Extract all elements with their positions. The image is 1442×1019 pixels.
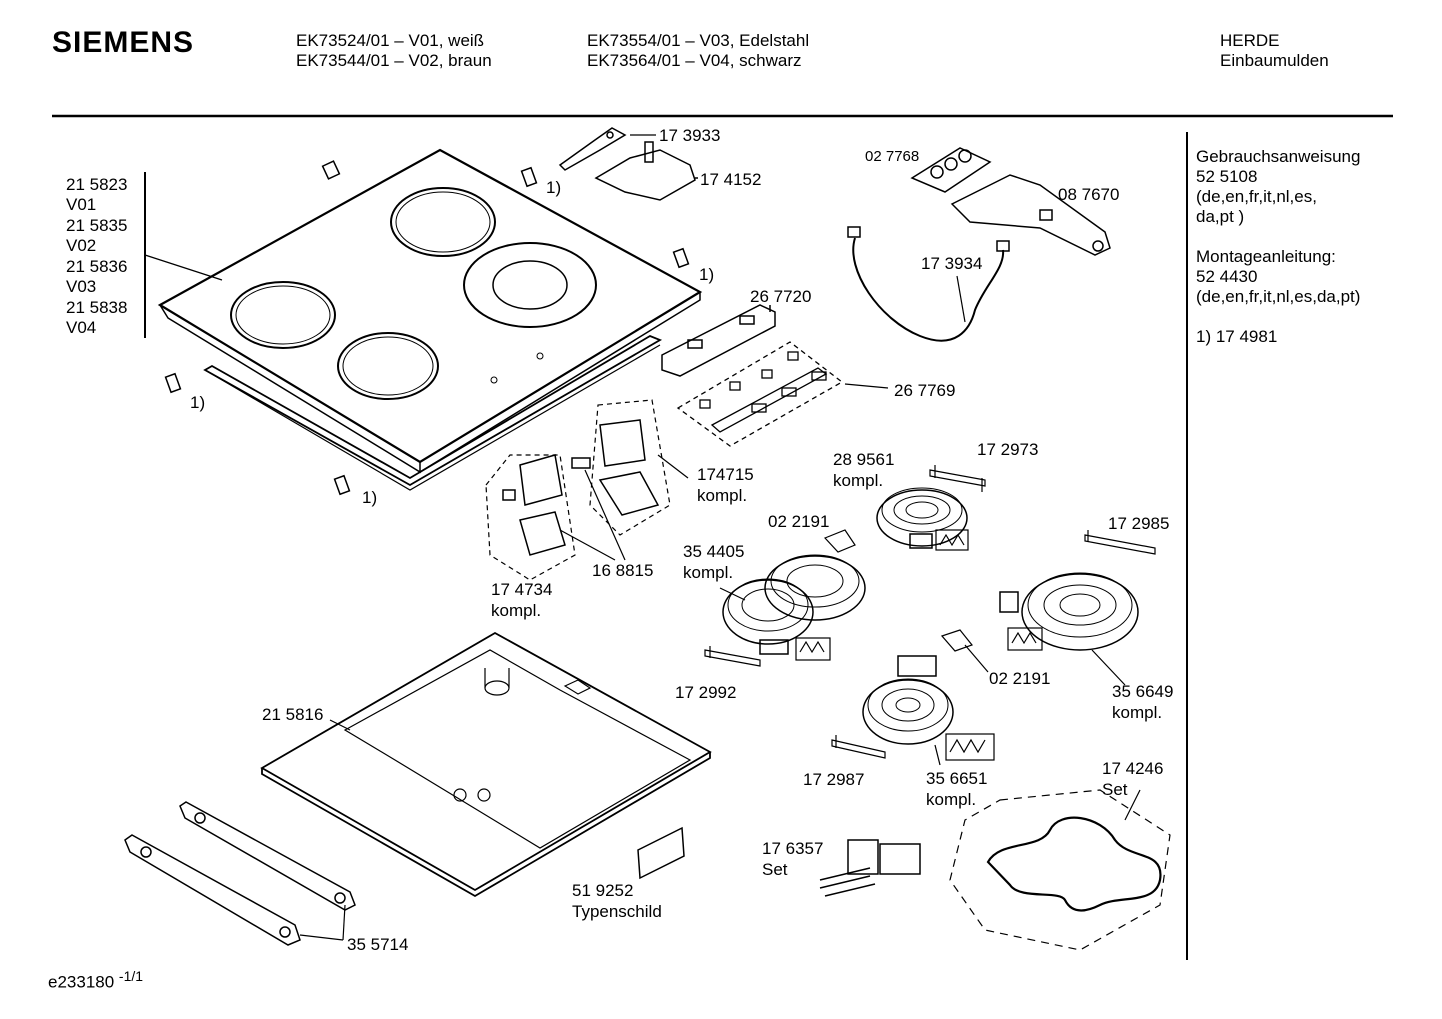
part-356649-heater	[999, 572, 1139, 686]
manual-number: 52 5108	[1196, 167, 1258, 186]
drawing-number: e233180	[48, 972, 115, 992]
part-label-174715-kompl: kompl.	[697, 486, 748, 505]
part-label-267720: 26 7720	[750, 287, 812, 306]
part-267769-pads	[699, 351, 828, 433]
mount-number: 52 4430	[1196, 267, 1258, 286]
part-label-174715: 174715	[697, 465, 754, 484]
model-line-3: EK73554/01 – V03, Edelstahl	[587, 31, 810, 50]
part-label-172985: 17 2985	[1108, 514, 1170, 533]
part-label-356649: 35 6649	[1112, 682, 1174, 701]
part-label-172992: 17 2992	[675, 683, 737, 702]
part-label-173934: 17 3934	[921, 254, 983, 273]
part-label-022191a: 02 2191	[768, 512, 830, 531]
part-174715-group	[589, 399, 671, 536]
bracket-172973	[929, 465, 986, 492]
variant-code: V01	[66, 195, 97, 214]
variant-number: 21 5836	[66, 257, 128, 276]
glass-cooktop	[157, 148, 703, 474]
part-label-172973: 17 2973	[977, 440, 1039, 459]
part-267769-group	[676, 341, 844, 447]
bracket-172985	[1084, 530, 1156, 555]
part-label-355714: 35 5714	[347, 935, 409, 954]
relay-blocks	[502, 419, 660, 556]
part-label-289561: 28 9561	[833, 450, 895, 469]
part-label-168815: 16 8815	[592, 561, 654, 580]
part-label-519252-typenschild: Typenschild	[572, 902, 662, 921]
part-label-176357-set: Set	[762, 860, 788, 879]
bracket-172992	[704, 646, 761, 667]
part-label-087670: 08 7670	[1058, 185, 1120, 204]
part-label-215816: 21 5816	[262, 705, 324, 724]
part-label-267769: 26 7769	[894, 381, 956, 400]
variant-number: 21 5823	[66, 175, 128, 194]
category-line-2: Einbaumulden	[1220, 51, 1329, 70]
part-173934-wire	[852, 237, 1005, 342]
part-label-356651: 35 6651	[926, 769, 988, 788]
part-087670-drawing	[910, 147, 1111, 256]
footnote-marker: 1)	[546, 178, 562, 197]
bracket-022191b	[940, 629, 989, 673]
model-line-4: EK73564/01 – V04, schwarz	[587, 51, 802, 70]
part-519252-plate	[637, 826, 685, 880]
part-355714-rails	[124, 801, 356, 946]
part-label-172987: 17 2987	[803, 770, 865, 789]
footnote-text: 1) 17 4981	[1196, 327, 1278, 346]
part-label-176357: 17 6357	[762, 839, 824, 858]
mount-title: Montageanleitung:	[1196, 247, 1336, 266]
wire-harness	[986, 816, 1162, 912]
leader-glass-top	[144, 254, 223, 281]
part-label-174734-kompl: kompl.	[491, 601, 542, 620]
brand-logo: SIEMENS	[52, 26, 195, 59]
part-label-289561-kompl: kompl.	[833, 471, 884, 490]
part-label-022191b: 02 2191	[989, 669, 1051, 688]
part-label-519252: 51 9252	[572, 881, 634, 900]
part-267720-drawing	[661, 304, 776, 377]
variant-code: V03	[66, 277, 97, 296]
part-label-356649-kompl: kompl.	[1112, 703, 1163, 722]
category-line-1: HERDE	[1220, 31, 1280, 50]
manual-languages: (de,en,fr,it,nl,es,	[1196, 187, 1317, 206]
part-174734-group	[485, 454, 576, 581]
variant-number: 21 5835	[66, 216, 128, 235]
part-289561-heater	[876, 487, 969, 551]
part-label-174152: 17 4152	[700, 170, 762, 189]
part-label-356651-kompl: kompl.	[926, 790, 977, 809]
part-173933-drawing	[558, 127, 656, 171]
variant-code: V04	[66, 318, 97, 337]
part-label-354405: 35 4405	[683, 542, 745, 561]
part-label-173933: 17 3933	[659, 126, 721, 145]
footnote-marker: 1)	[699, 265, 715, 284]
seal-gasket	[203, 334, 663, 487]
mounting-clips	[164, 160, 690, 496]
bracket-022191a	[823, 529, 856, 553]
part-174246-group	[949, 789, 1171, 951]
model-line-1: EK73524/01 – V01, weiß	[296, 31, 485, 50]
manual-languages: da,pt )	[1196, 207, 1245, 226]
bracket-172987	[831, 735, 886, 759]
page-indicator: -1/1	[118, 968, 144, 984]
variant-code: V02	[66, 236, 97, 255]
model-line-2: EK73544/01 – V02, braun	[296, 51, 492, 70]
part-label-027768: 02 7768	[865, 148, 920, 165]
part-174152-drawing	[594, 141, 698, 201]
part-label-174246: 17 4246	[1102, 759, 1164, 778]
manual-title: Gebrauchsanweisung	[1196, 147, 1361, 166]
mount-languages: (de,en,fr,it,nl,es,da,pt)	[1196, 287, 1361, 306]
part-label-174734: 17 4734	[491, 580, 553, 599]
drawing-code: e233180 -1/1	[48, 968, 143, 993]
footnote-marker: 1)	[190, 393, 206, 412]
part-354405-heater	[719, 554, 866, 661]
footnote-marker: 1)	[362, 488, 378, 507]
part-176357-set	[819, 839, 921, 897]
part-label-354405-kompl: kompl.	[683, 563, 734, 582]
variant-number: 21 5838	[66, 298, 128, 317]
part-356651-heater	[862, 655, 995, 766]
part-215816-tray	[260, 631, 712, 898]
part-label-174246-set: Set	[1102, 780, 1128, 799]
